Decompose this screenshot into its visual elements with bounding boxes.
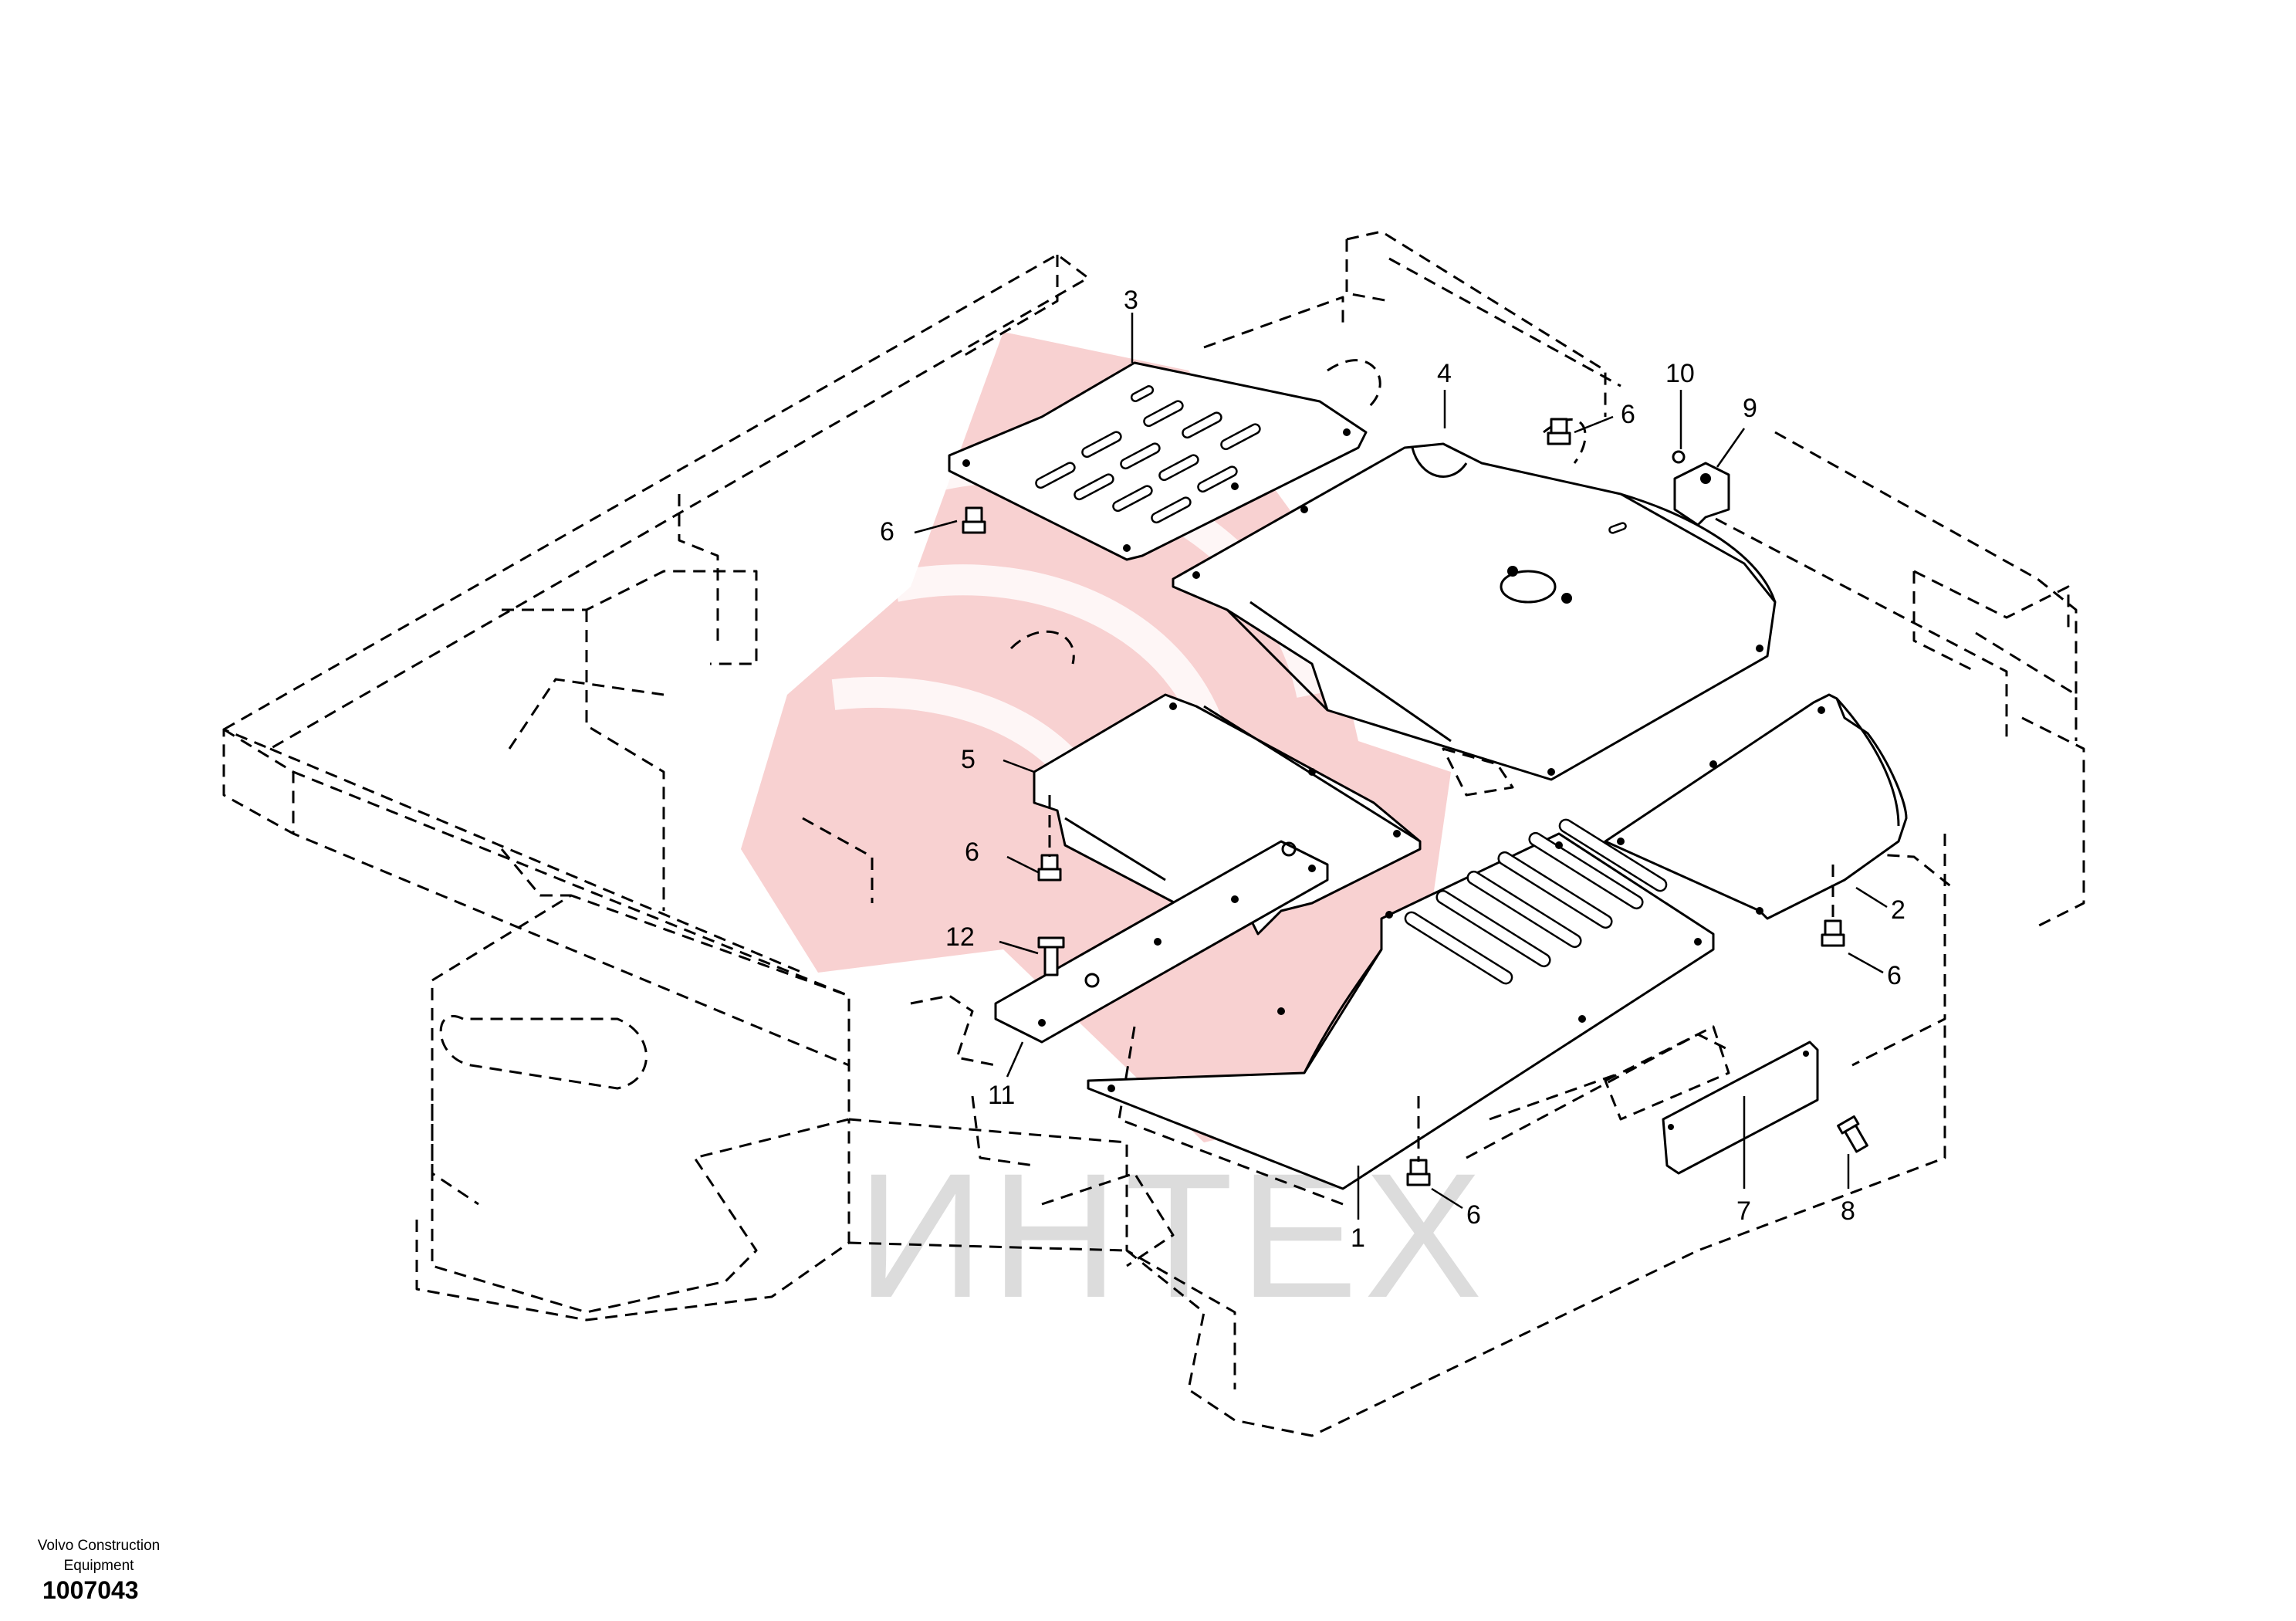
part-10-nut xyxy=(1672,450,1686,464)
callout-5: 5 xyxy=(961,745,976,774)
bolt-icon xyxy=(1547,418,1571,445)
part-7-cover-plate xyxy=(1662,1041,1819,1175)
callout-2: 2 xyxy=(1891,895,1905,925)
leader-lines xyxy=(914,313,1888,1220)
bolt-icon xyxy=(1037,854,1062,882)
callout-11: 11 xyxy=(988,1081,1015,1110)
slot-array xyxy=(1404,818,1668,985)
callout-6: 6 xyxy=(965,838,979,867)
part-4-centre-cover xyxy=(1172,442,1777,781)
part-9-bracket xyxy=(1673,462,1730,526)
part-11-bracket-plate xyxy=(994,840,1329,1044)
drawing-code: 1007043 xyxy=(42,1576,139,1604)
callout-labels: 3 6 4 6 10 9 5 6 12 11 2 6 1 6 7 8 xyxy=(880,286,1905,1253)
bolt-icon xyxy=(1821,919,1845,947)
callout-8: 8 xyxy=(1841,1196,1855,1226)
callout-6: 6 xyxy=(1621,400,1635,429)
callout-1: 1 xyxy=(1351,1223,1365,1253)
bolt-icon xyxy=(962,506,986,534)
callout-3: 3 xyxy=(1124,286,1138,315)
callout-7: 7 xyxy=(1736,1196,1751,1226)
callout-9: 9 xyxy=(1743,394,1757,423)
watermark-text: ИНТЕХ xyxy=(857,1136,1489,1335)
callout-6: 6 xyxy=(1466,1200,1481,1230)
bolt-icon xyxy=(1037,936,1065,976)
company-name: Volvo Construction Equipment xyxy=(37,1538,161,1574)
callout-10: 10 xyxy=(1665,359,1695,388)
part-1-front-vented-cover xyxy=(1087,818,1715,1190)
bolt-icon xyxy=(1837,1115,1868,1153)
part-2-right-cover xyxy=(1604,693,1908,920)
callout-12: 12 xyxy=(945,922,975,952)
callout-6: 6 xyxy=(880,517,894,547)
part-3-vented-cover xyxy=(948,361,1368,561)
callout-4: 4 xyxy=(1437,359,1452,388)
slot-array xyxy=(1035,400,1261,524)
machine-frame xyxy=(222,230,2085,1437)
bolt-icon xyxy=(1406,1159,1431,1186)
callout-6: 6 xyxy=(1887,961,1902,990)
